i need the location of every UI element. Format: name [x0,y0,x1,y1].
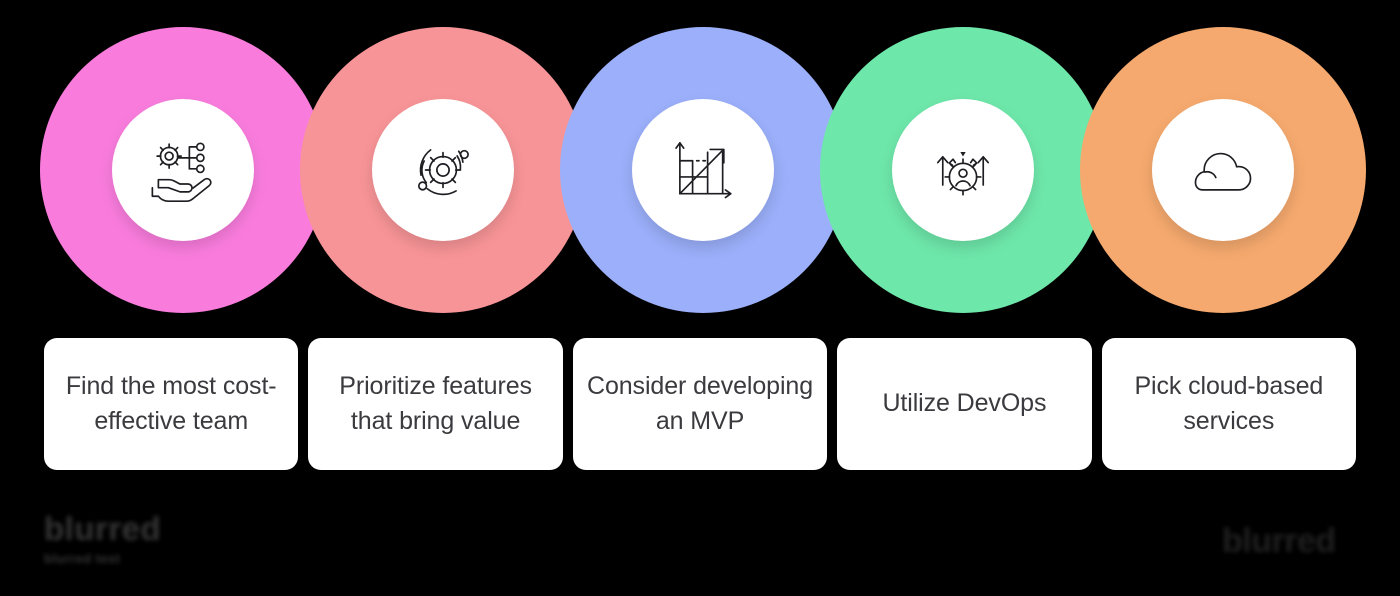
watermark-left: blurred blurred text [44,510,244,574]
step-circle-2 [300,27,586,313]
icon-disc-5 [1152,99,1294,241]
step-card-label-2: Prioritize features that bring value [339,371,532,436]
step-card-5[interactable]: Pick cloud-based services [1101,338,1357,470]
gear-person-arrows-icon [926,133,1000,207]
watermark-left-main: blurred [44,510,162,547]
icon-disc-1 [112,99,254,241]
step-circle-4 [820,27,1106,313]
step-circle-3 [560,27,846,313]
icon-disc-4 [892,99,1034,241]
growth-chart-arrow-icon [666,133,740,207]
step-card-label-5: Pick cloud-based services [1134,371,1324,436]
hand-holding-gear-network-icon [146,133,220,207]
step-card-label-3: Consider developing an MVP [587,371,814,436]
gear-orbit-icon [406,133,480,207]
step-card-label-4: Utilize DevOps [882,389,1047,418]
icon-disc-3 [632,99,774,241]
watermark-right: blurred [1222,522,1372,570]
steps-circle-row [40,22,1366,318]
step-card-2[interactable]: Prioritize features that bring value [308,338,563,470]
step-card-label-1: Find the most cost-effective team [65,371,277,436]
step-card-3[interactable]: Consider developing an MVP [572,338,828,470]
step-card-4[interactable]: Utilize DevOps [837,338,1092,470]
step-circle-1 [40,27,326,313]
step-card-1[interactable]: Find the most cost-effective team [44,338,299,470]
cloud-icon [1186,133,1260,207]
watermark-left-sub: blurred text [44,550,121,566]
icon-disc-2 [372,99,514,241]
step-circle-5 [1080,27,1366,313]
watermark-right-main: blurred [1222,522,1336,560]
steps-card-row: Find the most cost-effective team Priori… [44,338,1357,470]
